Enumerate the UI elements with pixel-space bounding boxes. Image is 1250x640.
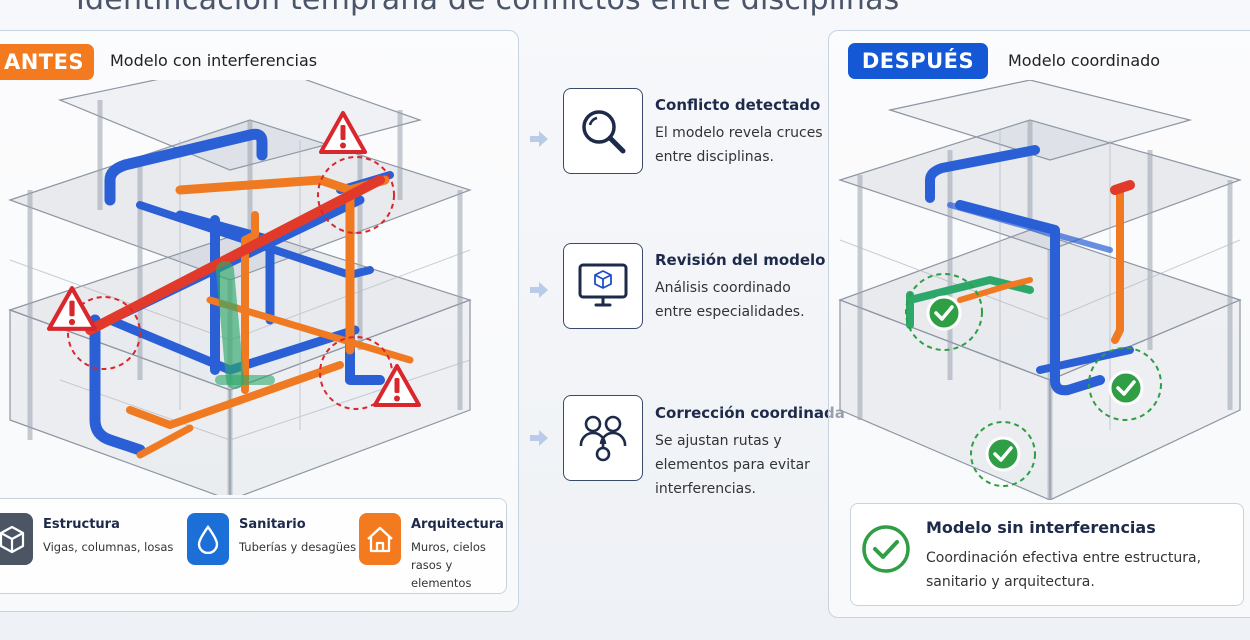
result-desc: Coordinación efectiva entre estructura, … (926, 550, 1202, 590)
step-title: Corrección coordinada (655, 404, 845, 422)
legend-title: Sanitario (239, 517, 306, 532)
legend-title: Arquitectura (411, 517, 504, 532)
house-icon (359, 513, 401, 565)
after-badge: DESPUÉS (848, 43, 988, 79)
step-title: Revisión del modelo (655, 251, 826, 269)
check-icon (985, 436, 1021, 472)
legend-item-sanitario: Sanitario Tuberías y desagües (187, 513, 356, 565)
warning-icon (373, 364, 421, 407)
check-circle-icon (862, 525, 910, 573)
discipline-legend: Estructura Vigas, columnas, losas Sanita… (0, 498, 507, 594)
water-drop-icon (187, 513, 229, 565)
magnifier-icon (563, 88, 643, 174)
legend-item-arquitectura: Arquitectura Muros, cielos rasos y eleme… (359, 513, 511, 592)
step-model-review: Revisión del modelo Análisis coordinado … (528, 243, 828, 333)
legend-desc: Tuberías y desagües (239, 540, 357, 554)
arrow-right-icon (530, 430, 548, 446)
team-icon (563, 395, 643, 481)
step-conflict-detected: Conflicto detectado El modelo revela cru… (528, 88, 828, 178)
before-subtitle: Modelo con interferencias (110, 51, 318, 70)
arrow-right-icon (530, 282, 548, 298)
before-badge: ANTES (0, 44, 94, 80)
result-box: Modelo sin interferencias Coordinación e… (850, 503, 1244, 606)
legend-desc: Vigas, columnas, losas (43, 540, 174, 554)
result-title: Modelo sin interferencias (926, 518, 1156, 537)
step-desc: Análisis coordinado entre especialidades… (655, 280, 805, 320)
legend-item-estructura: Estructura Vigas, columnas, losas (0, 513, 173, 565)
arrow-right-icon (530, 131, 548, 147)
warning-icon (319, 111, 367, 154)
before-building-model (8, 80, 472, 495)
step-title: Conflicto detectado (655, 96, 821, 114)
after-building-model (838, 80, 1242, 500)
warning-icon (46, 286, 98, 331)
monitor-cube-icon (563, 243, 643, 329)
legend-desc: Muros, cielos rasos y elementos (411, 540, 486, 590)
step-desc: Se ajustan rutas y elementos para evitar… (655, 433, 810, 497)
step-coordinated-correction: Corrección coordinada Se ajustan rutas y… (528, 395, 845, 505)
after-subtitle: Modelo coordinado (1008, 51, 1161, 70)
check-icon (1108, 370, 1144, 406)
legend-title: Estructura (43, 517, 120, 532)
step-desc: El modelo revela cruces entre disciplina… (655, 125, 823, 165)
cube-icon (0, 513, 33, 565)
page-title: Identificación temprana de conflictos en… (76, 0, 900, 17)
check-icon (926, 295, 962, 331)
